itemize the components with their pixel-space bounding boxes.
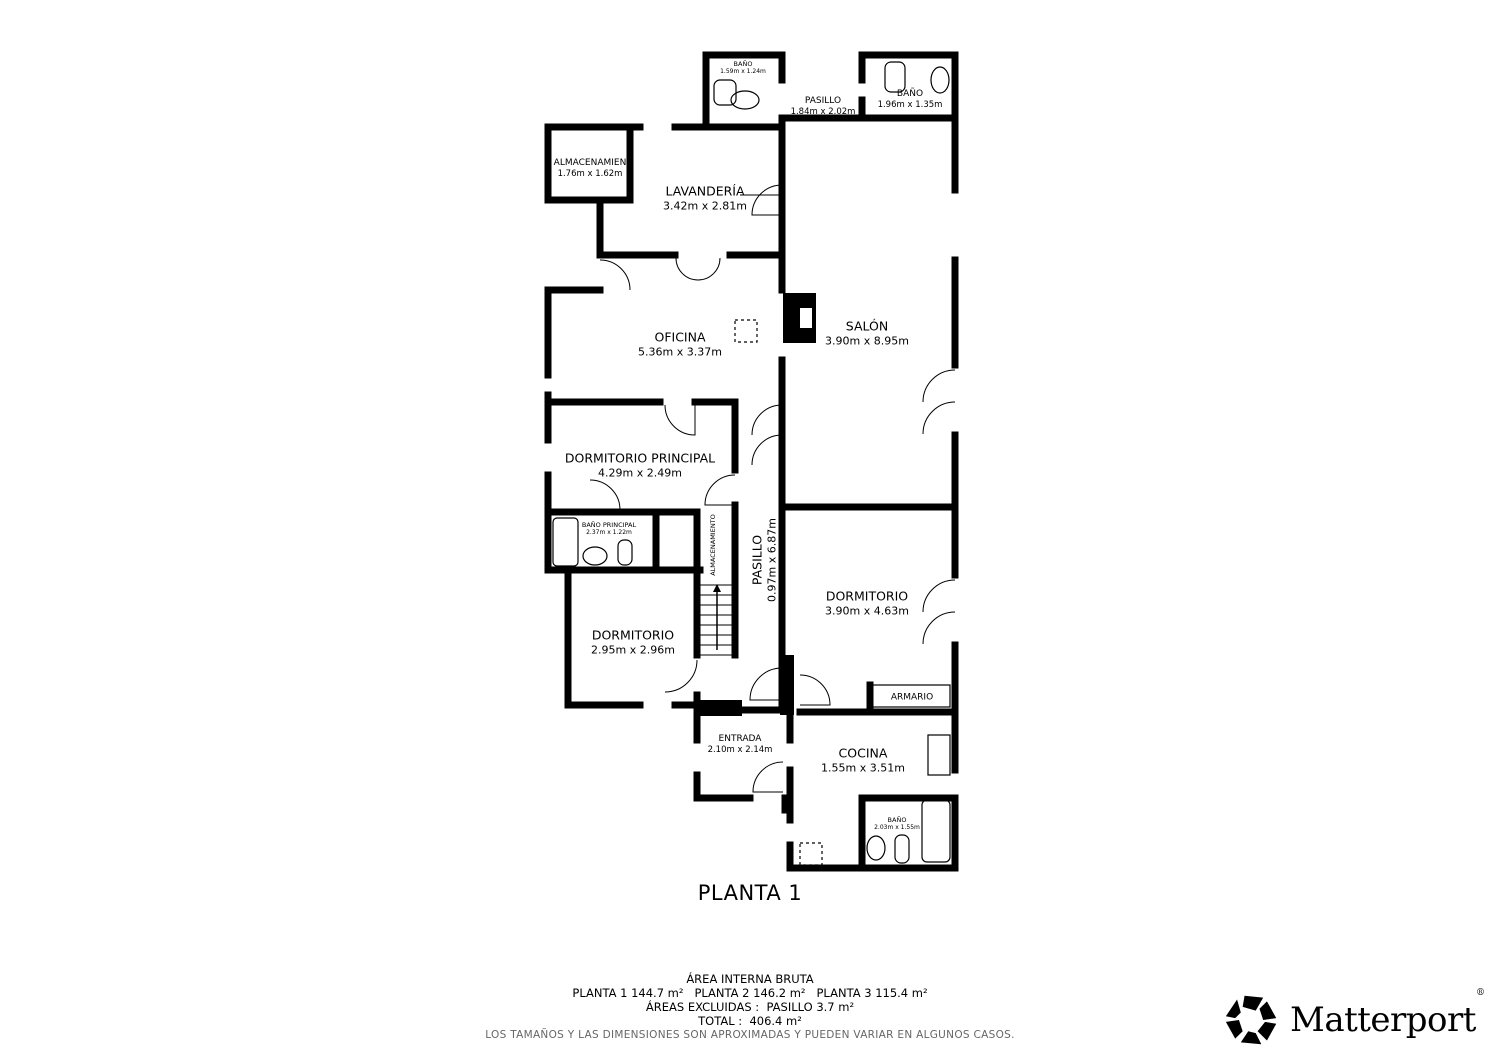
area-heading: ÁREA INTERNA BRUTA [686,972,814,986]
brand-name: Matterport® [1290,988,1485,1040]
disclaimer: LOS TAMAÑOS Y LAS DIMENSIONES SON APROXI… [485,1029,1015,1041]
room-label-almacenamiento-vertical: ALMACENAMIENTO [708,514,717,576]
area-floors: PLANTA 1 144.7 m² PLANTA 2 146.2 m² PLAN… [572,986,928,1000]
floor-title: PLANTA 1 [697,881,803,905]
matterport-logo-icon [1225,995,1277,1045]
area-total: TOTAL : 406.4 m² [698,1014,802,1028]
room-label-armario: ARMARIO [890,692,934,703]
area-excluded: ÁREAS EXCLUIDAS : PASILLO 3.7 m² [645,1000,855,1014]
matterport-logo: Matterport® [1224,988,1485,1048]
area-summary: ÁREA INTERNA BRUTA PLANTA 1 144.7 m² PLA… [485,972,1014,1042]
